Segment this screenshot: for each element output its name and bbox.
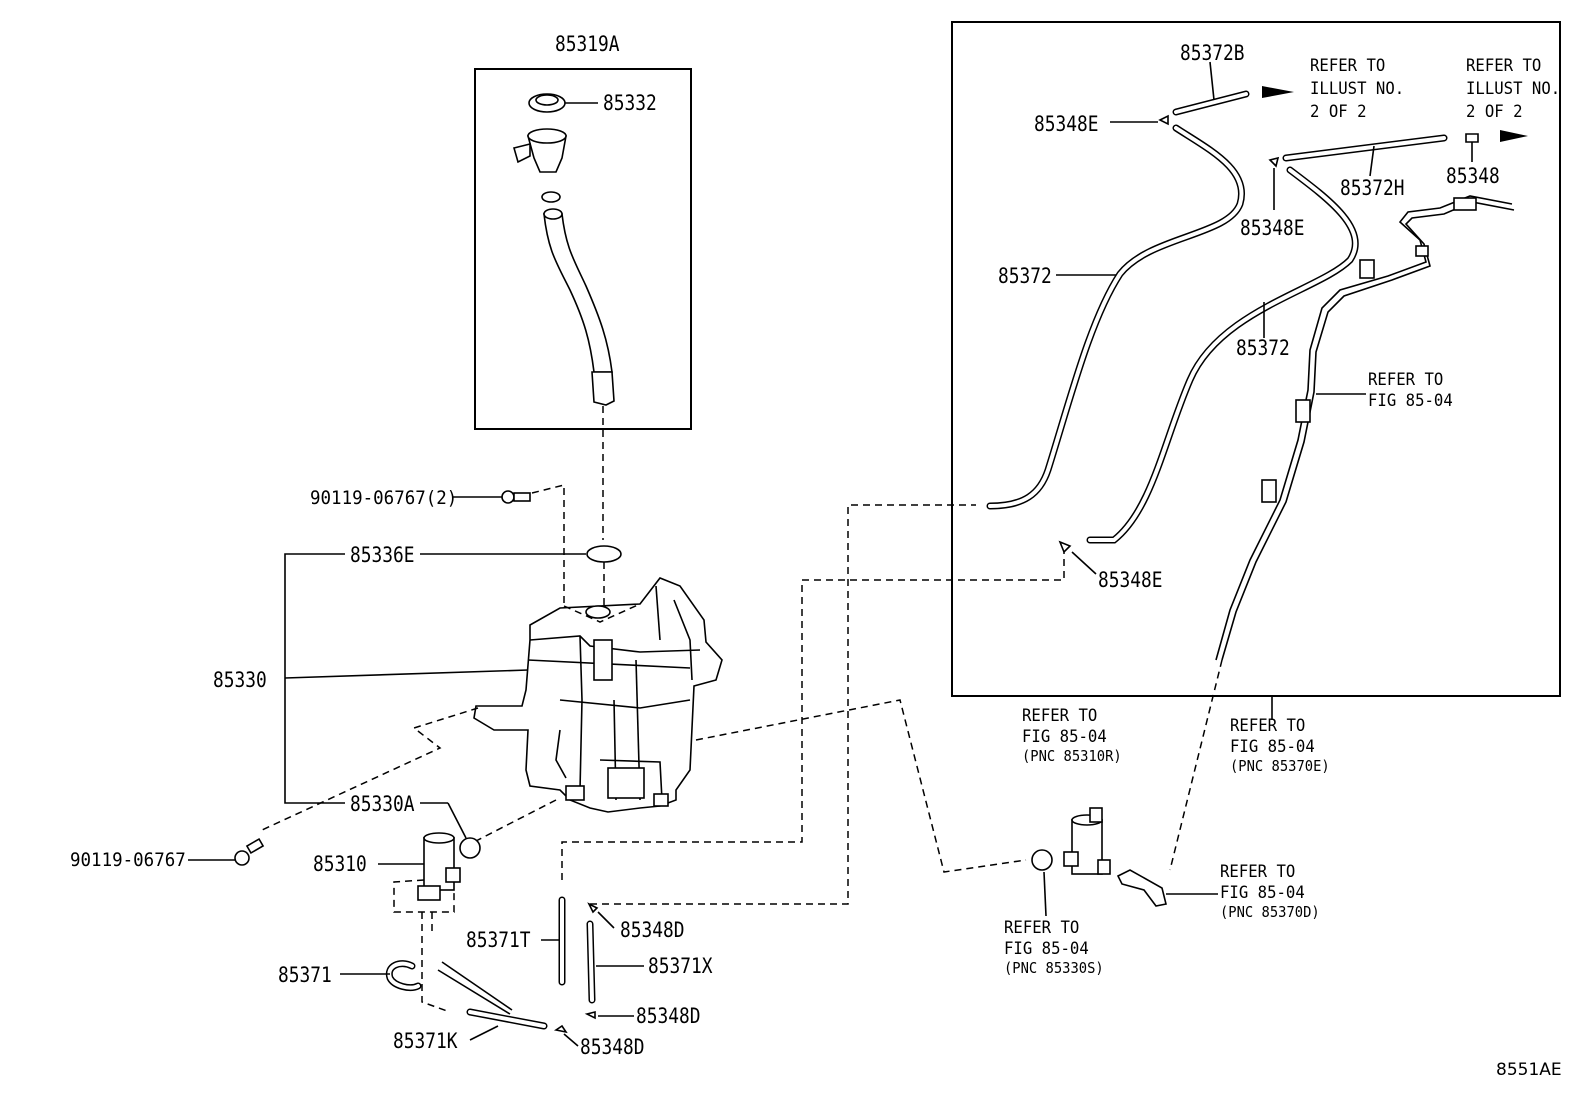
label-90119-06767: 90119-06767 <box>70 849 186 871</box>
grommet-85330A <box>420 802 481 859</box>
filler-assembly-group <box>513 93 615 540</box>
label-85371T: 85371T <box>466 928 531 952</box>
label-85372-b: 85372 <box>1236 336 1290 360</box>
label-85372H: 85372H <box>1340 176 1405 200</box>
ref-illust-1: REFER TO ILLUST NO. 2 OF 2 <box>1310 56 1405 122</box>
dash-route-1 <box>561 544 1065 880</box>
ref-pnc-85370D: REFER TO FIG 85-04 (PNC 85370D) <box>1220 862 1320 921</box>
pump-85310 <box>378 832 461 1013</box>
ref-illust-2: REFER TO ILLUST NO. 2 OF 2 <box>1466 56 1561 122</box>
grommet-85336E <box>420 545 622 610</box>
ref-pnc-85330S: REFER TO FIG 85-04 (PNC 85330S) <box>1004 918 1104 977</box>
label-85348D-c: 85348D <box>580 1035 645 1059</box>
label-85330: 85330 <box>213 668 267 692</box>
filler-assembly-box <box>474 68 692 430</box>
ref-pnc-85310R: REFER TO FIG 85-04 (PNC 85310R) <box>1022 706 1122 765</box>
label-85332: 85332 <box>603 91 657 115</box>
dash-bolt-tank <box>261 707 479 831</box>
ref-pnc-85370E: REFER TO FIG 85-04 (PNC 85370E) <box>1230 716 1330 775</box>
label-85372B: 85372B <box>1180 41 1245 65</box>
label-90119-06767-2: 90119-06767(2) <box>310 487 458 509</box>
hose-box-contents <box>986 61 1528 661</box>
label-85348D-b: 85348D <box>636 1004 701 1028</box>
label-85330A: 85330A <box>350 792 415 816</box>
dash-route-2 <box>590 504 976 905</box>
label-85348E-c: 85348E <box>1098 568 1163 592</box>
bracket-85330 <box>284 553 345 804</box>
bolt-bottom <box>188 837 265 866</box>
figure-code: 8551AE <box>1496 1060 1562 1080</box>
hose-detail-box <box>951 21 1561 697</box>
label-85310: 85310 <box>313 852 367 876</box>
label-85348D-a: 85348D <box>620 918 685 942</box>
label-85371K: 85371K <box>393 1029 458 1053</box>
bolt-top <box>452 484 565 606</box>
washer-tank <box>473 577 723 813</box>
label-85348E-a: 85348E <box>1034 112 1099 136</box>
small-hoses <box>340 896 644 1047</box>
dash-tank-grommet2 <box>473 799 557 843</box>
label-85336E: 85336E <box>350 543 415 567</box>
label-85371X: 85371X <box>648 954 713 978</box>
label-85319A: 85319A <box>555 32 620 56</box>
rear-pump-group <box>1031 807 1218 917</box>
dash-tank-grommet <box>695 699 1027 873</box>
label-85371: 85371 <box>278 963 332 987</box>
label-85348: 85348 <box>1446 164 1500 188</box>
label-85348E-b: 85348E <box>1240 216 1305 240</box>
dash-box-85370D <box>1169 659 1223 871</box>
ref-fig-right: REFER TO FIG 85-04 <box>1368 370 1453 411</box>
label-85372-a: 85372 <box>998 264 1052 288</box>
